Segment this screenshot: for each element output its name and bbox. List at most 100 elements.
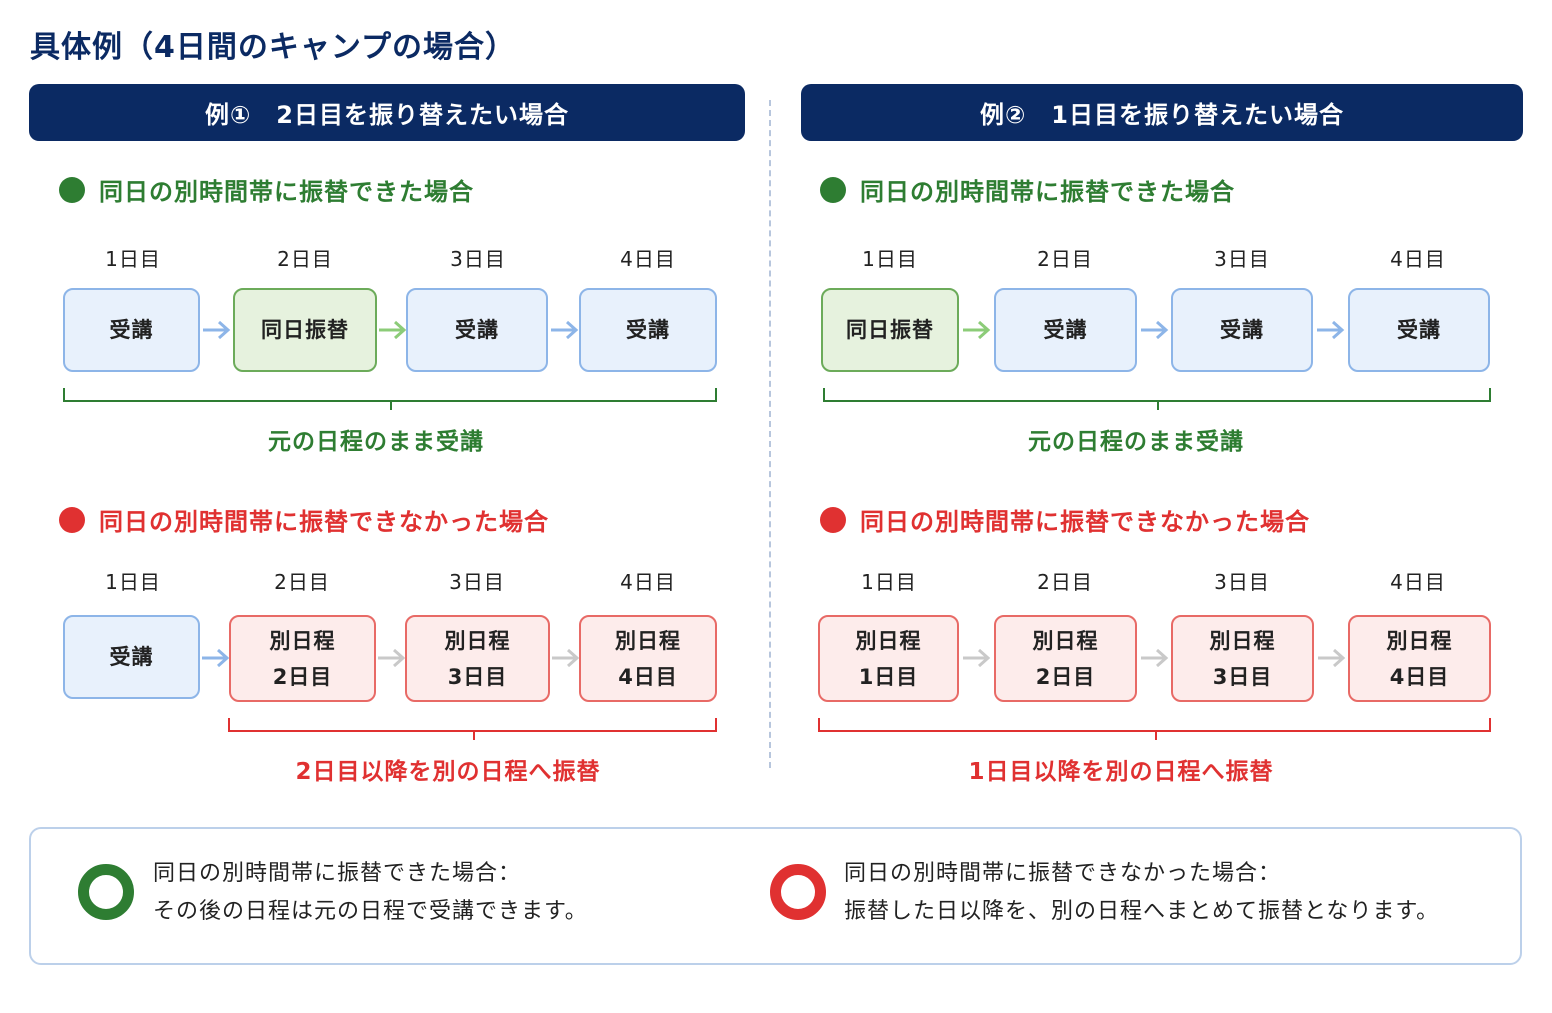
ex1-success-caption: 元の日程のまま受講: [268, 429, 484, 455]
ex1-fail-day-2: 2日目: [274, 570, 330, 594]
box-label-line2: 1日目: [858, 664, 919, 689]
ex2-success-box-4: 受講: [1348, 288, 1490, 372]
arrow-right-icon: [963, 320, 991, 340]
ex1-fail-day-4: 4日目: [620, 570, 676, 594]
arrow-right-icon: [1318, 648, 1346, 668]
ex1-success-box-2: 同日振替: [233, 288, 377, 372]
ex1-fail-box-4: 別日程 4日目: [579, 615, 717, 702]
ex2-fail-bracket: [818, 718, 1491, 740]
ex1-fail-box-3: 別日程 3日目: [405, 615, 550, 702]
ex2-fail-box-4: 別日程 4日目: [1348, 615, 1491, 702]
red-ring-icon: [770, 864, 826, 920]
box-label-line1: 別日程: [1032, 628, 1099, 653]
ex1-fail-day-1: 1日目: [105, 570, 161, 594]
box-label-line1: 別日程: [1209, 628, 1276, 653]
ex2-fail-day-1: 1日目: [861, 570, 917, 594]
ex2-fail-box-1: 別日程 1日目: [818, 615, 959, 702]
ex2-success-heading: 同日の別時間帯に振替できた場合: [820, 172, 1235, 207]
box-label-line2: 4日目: [618, 664, 678, 689]
red-dot-icon: [59, 506, 85, 533]
ex1-success-day-4: 4日目: [620, 247, 676, 271]
ex2-success-box-1: 同日振替: [821, 288, 959, 372]
green-dot-icon: [59, 176, 85, 203]
legend-fail-title: 同日の別時間帯に振替できなかった場合：: [844, 861, 1282, 886]
ex1-success-day-3: 3日目: [450, 247, 506, 271]
ex2-success-heading-text: 同日の別時間帯に振替できた場合: [860, 178, 1235, 206]
ex1-success-day-1: 1日目: [105, 247, 161, 271]
ex1-fail-heading: 同日の別時間帯に振替できなかった場合: [59, 502, 549, 537]
box-label-line1: 別日程: [855, 628, 922, 653]
box-label: 受講: [109, 645, 154, 669]
arrow-right-icon: [378, 648, 406, 668]
ex1-fail-box-2: 別日程 2日目: [229, 615, 376, 702]
ex2-success-box-3: 受講: [1171, 288, 1313, 372]
legend-fail-text: 同日の別時間帯に振替できなかった場合： 振替した日以降を、別の日程へまとめて振替…: [844, 855, 1439, 931]
ex2-success-day-1: 1日目: [862, 247, 918, 271]
box-label: 受講: [1043, 318, 1088, 342]
ex1-fail-day-3: 3日目: [449, 570, 505, 594]
legend-box: [29, 827, 1522, 965]
ex1-success-box-3: 受講: [406, 288, 548, 372]
box-label: 受講: [626, 318, 670, 342]
box-label-line2: 3日目: [1212, 664, 1273, 689]
ex1-success-box-4: 受講: [579, 288, 717, 372]
green-dot-icon: [820, 176, 846, 203]
legend-success-title: 同日の別時間帯に振替できた場合：: [153, 861, 522, 886]
ex2-fail-box-2: 別日程 2日目: [994, 615, 1137, 702]
box-label: 受講: [455, 318, 499, 342]
legend-fail-desc: 振替した日以降を、別の日程へまとめて振替となります。: [844, 899, 1440, 924]
box-label-line1: 別日程: [269, 628, 336, 653]
arrow-right-icon: [203, 320, 231, 340]
ex2-fail-day-3: 3日目: [1214, 570, 1270, 594]
box-label-line1: 別日程: [615, 628, 681, 653]
ex1-success-day-2: 2日目: [277, 247, 333, 271]
box-label-line1: 別日程: [1386, 628, 1453, 653]
box-label: 受講: [109, 318, 154, 342]
box-label: 同日振替: [846, 318, 934, 342]
ex2-fail-heading: 同日の別時間帯に振替できなかった場合: [820, 502, 1310, 537]
ex2-success-bracket: [823, 388, 1491, 410]
ex2-fail-caption: 1日目以降を別の日程へ振替: [968, 759, 1274, 785]
ex1-success-heading-text: 同日の別時間帯に振替できた場合: [99, 178, 474, 206]
column-divider: [769, 100, 771, 768]
arrow-right-icon: [379, 320, 407, 340]
ex2-success-day-4: 4日目: [1390, 247, 1446, 271]
red-dot-icon: [820, 506, 846, 533]
ex1-fail-bracket: [228, 718, 717, 740]
arrow-right-icon: [552, 648, 580, 668]
ex2-fail-heading-text: 同日の別時間帯に振替できなかった場合: [860, 508, 1310, 536]
box-label: 同日振替: [261, 318, 349, 342]
arrow-right-icon: [202, 648, 230, 668]
ex1-success-heading: 同日の別時間帯に振替できた場合: [59, 172, 474, 207]
ex2-fail-day-4: 4日目: [1390, 570, 1446, 594]
box-label-line2: 3日目: [447, 664, 508, 689]
ex1-success-box-1: 受講: [63, 288, 200, 372]
legend-success-text: 同日の別時間帯に振替できた場合： その後の日程は元の日程で受講できます。: [153, 855, 588, 931]
arrow-right-icon: [963, 648, 991, 668]
arrow-right-icon: [1141, 648, 1169, 668]
box-label-line2: 2日目: [272, 664, 333, 689]
ex1-fail-caption: 2日目以降を別の日程へ振替: [295, 759, 601, 785]
box-label-line2: 2日目: [1035, 664, 1096, 689]
arrow-right-icon: [551, 320, 579, 340]
example2-header: 例② 1日目を振り替えたい場合: [801, 84, 1523, 141]
arrow-right-icon: [1141, 320, 1169, 340]
ex2-success-box-2: 受講: [994, 288, 1137, 372]
ex2-fail-box-3: 別日程 3日目: [1171, 615, 1314, 702]
ex2-success-day-2: 2日目: [1037, 247, 1093, 271]
example1-header: 例① 2日目を振り替えたい場合: [29, 84, 745, 141]
ex2-fail-day-2: 2日目: [1037, 570, 1093, 594]
arrow-right-icon: [1317, 320, 1345, 340]
box-label: 受講: [1397, 318, 1441, 342]
ex1-success-bracket: [63, 388, 717, 410]
ex2-success-caption: 元の日程のまま受講: [1028, 429, 1244, 455]
ex2-success-day-3: 3日目: [1214, 247, 1270, 271]
page-title: 具体例（4日間のキャンプの場合）: [30, 30, 516, 65]
ex1-fail-box-1: 受講: [63, 615, 200, 699]
ex1-fail-heading-text: 同日の別時間帯に振替できなかった場合: [99, 508, 549, 536]
box-label-line2: 4日目: [1389, 664, 1450, 689]
legend-success-desc: その後の日程は元の日程で受講できます。: [153, 899, 588, 924]
box-label: 受講: [1220, 318, 1264, 342]
green-ring-icon: [78, 864, 134, 920]
box-label-line1: 別日程: [444, 628, 511, 653]
